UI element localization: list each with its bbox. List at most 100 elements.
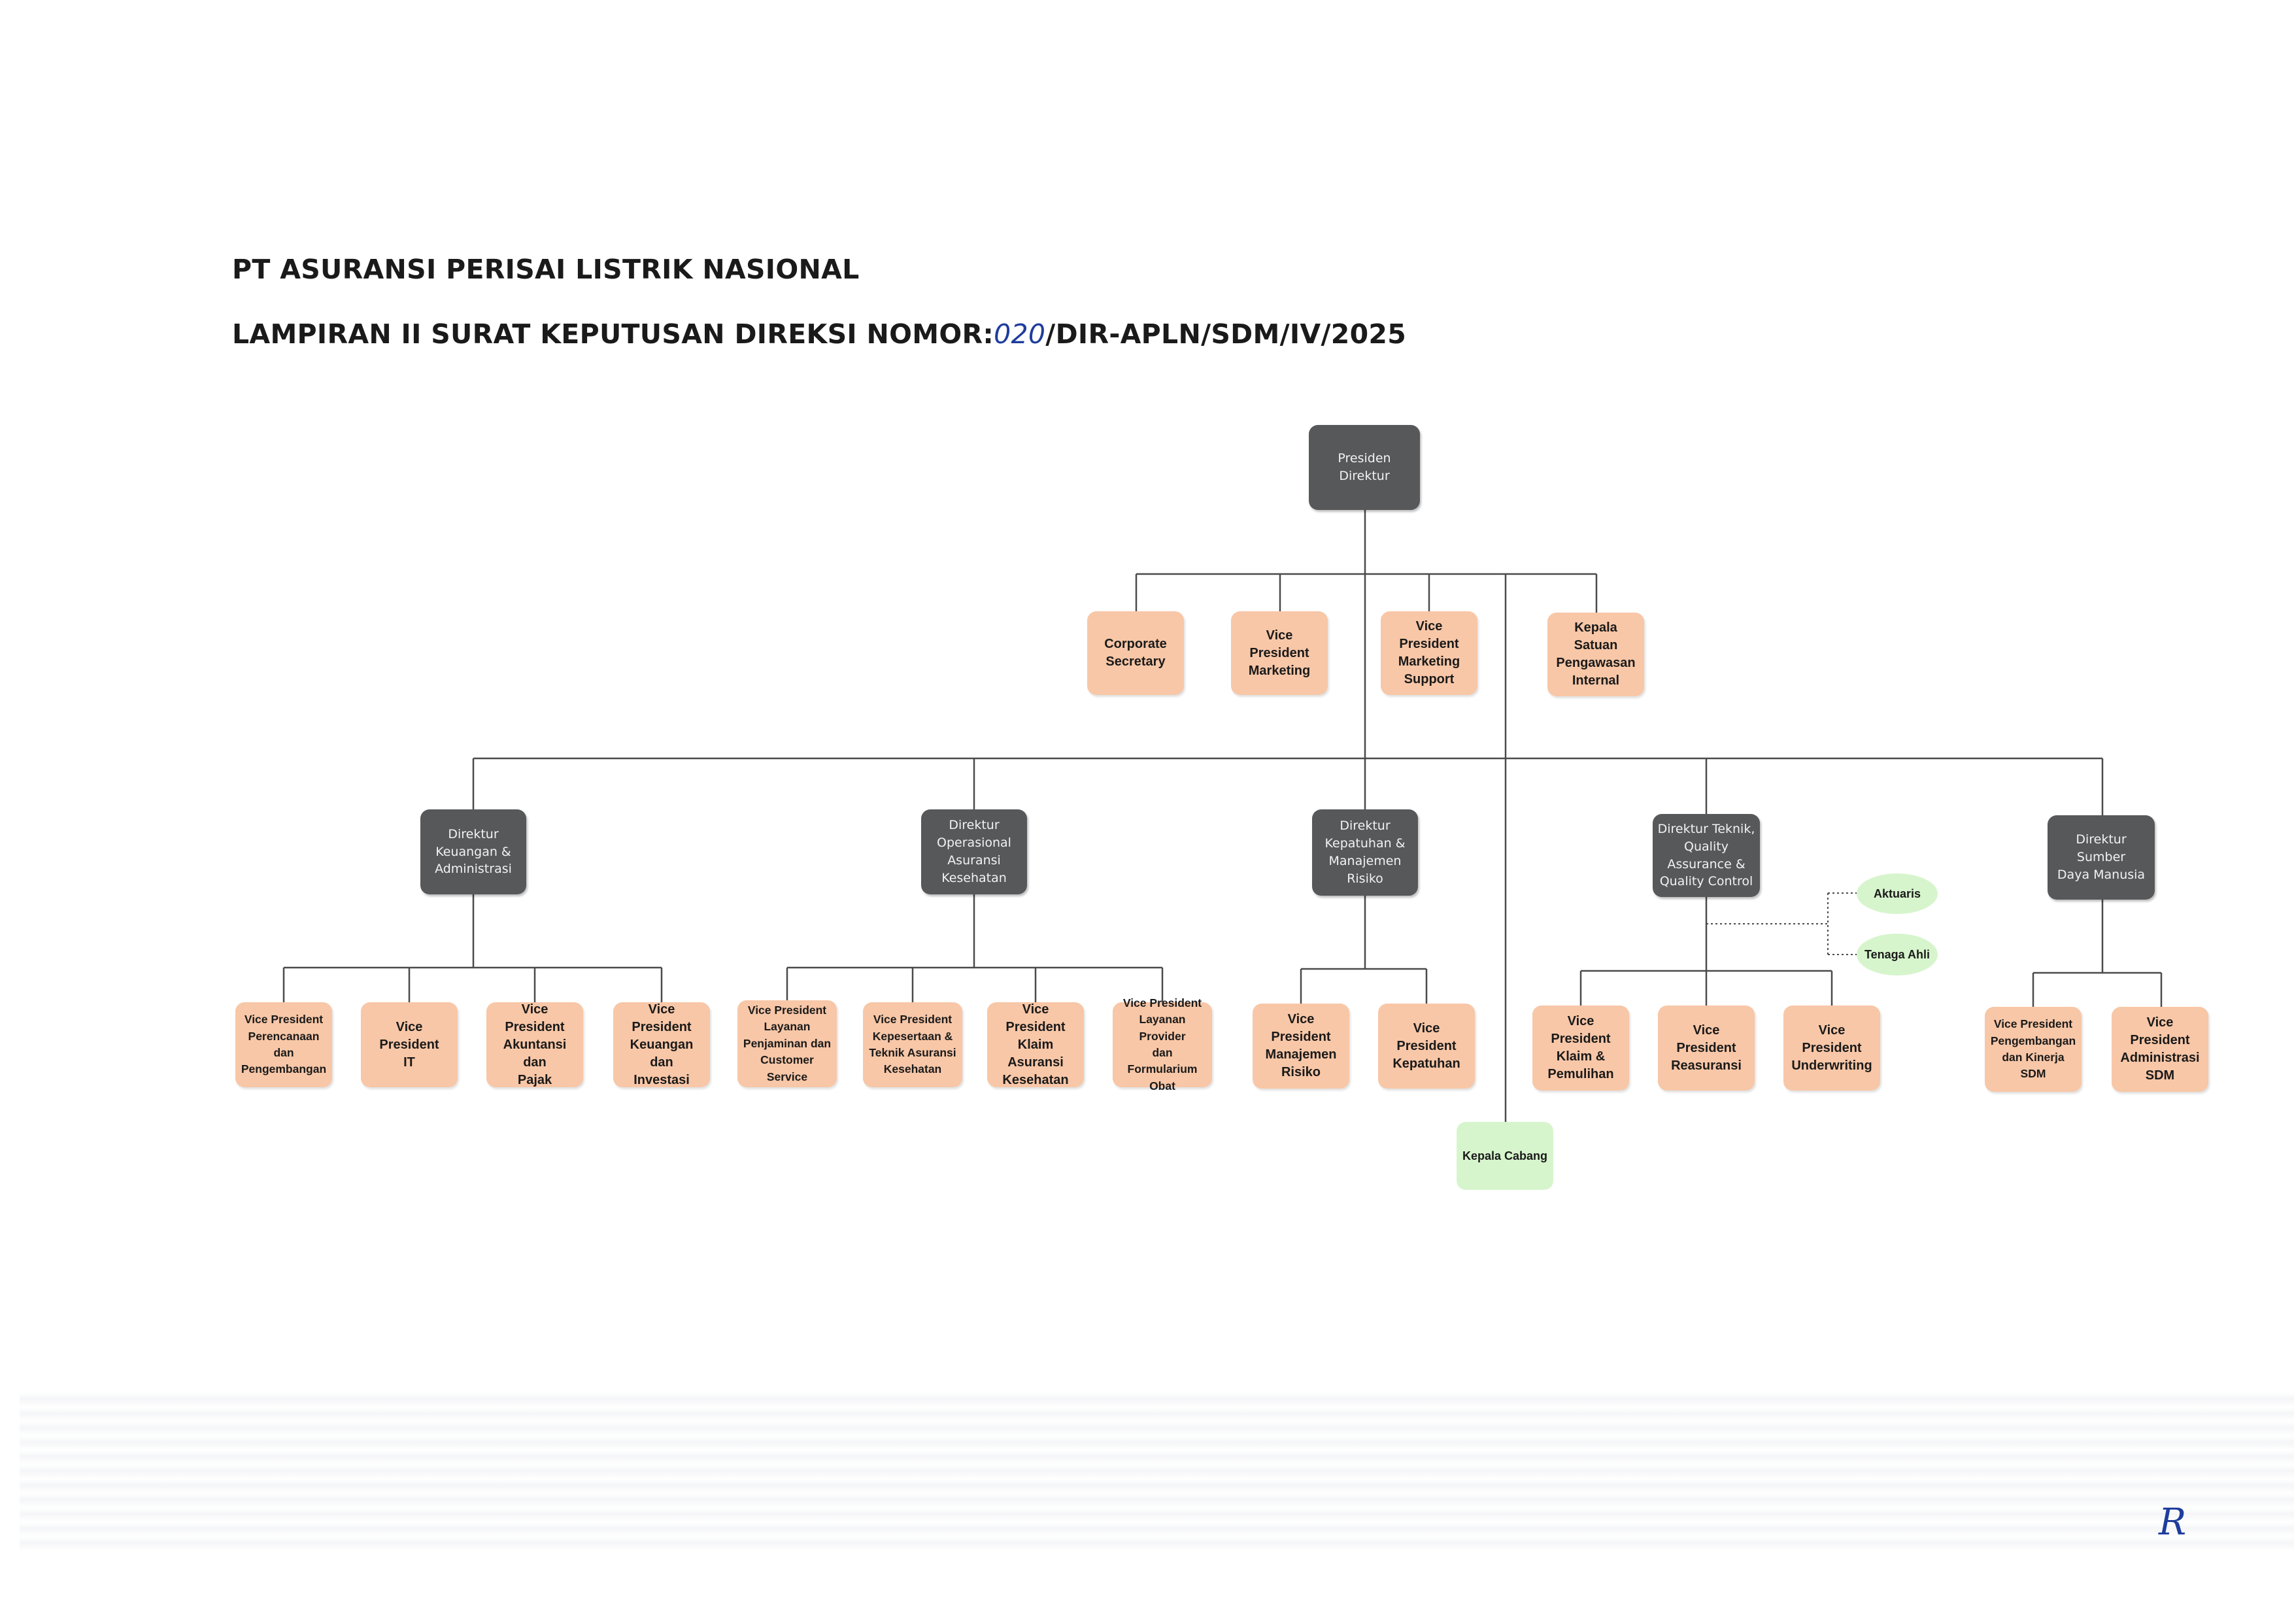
vp-accounting-line-3: Pajak bbox=[517, 1072, 552, 1087]
vp-accounting-line-1: Vice President bbox=[505, 1002, 565, 1034]
vp-health-claims-line-1: Vice President bbox=[1005, 1002, 1066, 1034]
vp-membership-line-1: Vice President bbox=[873, 1013, 953, 1026]
vp-compliance-line-1: Vice President bbox=[1396, 1021, 1457, 1053]
director-compliance-line-1: Direktur bbox=[1340, 819, 1391, 834]
vp-provider-line-2: Layanan Provider bbox=[1139, 1013, 1186, 1043]
vp-risk-line-1: Vice President bbox=[1271, 1012, 1331, 1044]
president-director-label: Presiden Direktur bbox=[1338, 451, 1391, 483]
director-technical-line-2: Quality bbox=[1684, 839, 1729, 854]
vp-claims-recovery-line-2: Klaim & bbox=[1556, 1049, 1606, 1064]
company-title: PT ASURANSI PERISAI LISTRIK NASIONAL bbox=[232, 254, 860, 285]
vp-provider-line-1: Vice President bbox=[1122, 996, 1202, 1009]
vp-provider-line-3: dan Formularium bbox=[1127, 1046, 1198, 1076]
vp-planning-line-1: Vice President bbox=[244, 1013, 324, 1026]
vp-guarantee-line-2: Layanan bbox=[764, 1020, 811, 1034]
vp-planning-line-2: Perencanaan bbox=[248, 1029, 320, 1043]
branch-head-box: Kepala Cabang bbox=[1457, 1122, 1553, 1190]
president-director-box: Presiden Direktur bbox=[1309, 425, 1420, 510]
signature-initial: R bbox=[2159, 1501, 2187, 1544]
internal-audit-line-2: Pengawasan bbox=[1556, 656, 1636, 670]
director-compliance-line-2: Kepatuhan & bbox=[1324, 836, 1406, 851]
vp-marketing-support-line-2: Marketing bbox=[1398, 654, 1460, 669]
actuary-label: Aktuaris bbox=[1873, 887, 1921, 900]
expert-advisor-ellipse: Tenaga Ahli bbox=[1857, 934, 1938, 975]
vp-it-line-2: IT bbox=[403, 1055, 415, 1070]
corporate-secretary-line-2: Secretary bbox=[1105, 654, 1166, 669]
vp-finance-line-3: Investasi bbox=[633, 1072, 690, 1087]
vp-guarantee-line-5: Service bbox=[766, 1070, 808, 1083]
director-hr-line-2: Daya Manusia bbox=[2057, 867, 2146, 882]
vp-membership-line-3: Teknik Asuransi bbox=[869, 1046, 956, 1059]
expert-label: Tenaga Ahli bbox=[1864, 947, 1930, 961]
vp-health-claims-line-3: Kesehatan bbox=[1002, 1072, 1069, 1087]
corporate-secretary-line-1: Corporate bbox=[1104, 637, 1167, 651]
director-technical-line-1: Direktur Teknik, bbox=[1657, 821, 1755, 836]
vp-risk-line-3: Risiko bbox=[1281, 1065, 1321, 1079]
director-technical-line-4: Quality Control bbox=[1659, 874, 1753, 889]
vp-accounting-line-2: Akuntansi dan bbox=[503, 1037, 567, 1070]
director-operations-line-4: Kesehatan bbox=[941, 870, 1007, 885]
vp-finance-line-1: Vice President bbox=[632, 1002, 692, 1034]
director-operations-line-1: Direktur bbox=[949, 818, 1000, 833]
vp-risk-line-2: Manajemen bbox=[1265, 1047, 1337, 1062]
vp-planning-line-3: dan bbox=[273, 1046, 294, 1059]
vp-reinsurance-line-1: Vice President bbox=[1676, 1023, 1736, 1055]
vp-hr-development-line-2: Pengembangan bbox=[1990, 1034, 2076, 1047]
vp-guarantee-line-4: Customer bbox=[760, 1053, 814, 1067]
vp-guarantee-line-1: Vice President bbox=[747, 1004, 827, 1017]
vp-membership-line-4: Kesehatan bbox=[883, 1062, 942, 1076]
vp-marketing-support-line-1: Vice President bbox=[1399, 619, 1459, 651]
director-finance-line-1: Direktur bbox=[448, 826, 499, 841]
actuary-advisor-ellipse: Aktuaris bbox=[1857, 873, 1938, 914]
director-compliance-line-3: Manajemen bbox=[1328, 854, 1402, 868]
director-finance-line-3: Administrasi bbox=[435, 862, 512, 877]
internal-audit-line-3: Internal bbox=[1572, 673, 1620, 688]
director-technical-line-3: Assurance & bbox=[1667, 856, 1746, 871]
vp-marketing-line-2: Marketing bbox=[1248, 663, 1311, 678]
vp-health-claims-line-2: Klaim Asuransi bbox=[1007, 1037, 1064, 1070]
vp-hr-admin-line-2: Administrasi bbox=[2120, 1051, 2200, 1065]
vp-hr-development-line-1: Vice President bbox=[1993, 1017, 2073, 1031]
vp-finance-line-2: Keuangan dan bbox=[630, 1037, 694, 1070]
vp-claims-recovery-line-3: Pemulihan bbox=[1547, 1067, 1614, 1081]
internal-audit-line-1: Kepala Satuan bbox=[1574, 620, 1618, 652]
vp-hr-admin-line-3: SDM bbox=[2145, 1068, 2175, 1083]
decree-number: 020 bbox=[994, 318, 1046, 350]
vp-hr-admin-line-1: Vice President bbox=[2130, 1015, 2190, 1047]
vp-compliance-line-2: Kepatuhan bbox=[1392, 1056, 1460, 1071]
vp-underwriting-line-2: Underwriting bbox=[1791, 1058, 1872, 1073]
vp-membership-line-2: Kepesertaan & bbox=[872, 1029, 953, 1043]
decree-title: LAMPIRAN II SURAT KEPUTUSAN DIREKSI NOMO… bbox=[232, 318, 1406, 350]
vp-it-line-1: Vice President bbox=[379, 1019, 439, 1052]
vp-marketing-line-1: Vice President bbox=[1249, 628, 1309, 660]
vp-reinsurance-line-2: Reasuransi bbox=[1671, 1058, 1742, 1073]
vp-planning-line-4: Pengembangan bbox=[241, 1062, 327, 1076]
vp-hr-development-line-4: SDM bbox=[2020, 1067, 2046, 1081]
director-compliance-line-4: Risiko bbox=[1347, 871, 1383, 886]
director-hr-line-1: Direktur Sumber bbox=[2076, 832, 2127, 865]
vp-claims-recovery-line-1: Vice President bbox=[1551, 1014, 1611, 1046]
